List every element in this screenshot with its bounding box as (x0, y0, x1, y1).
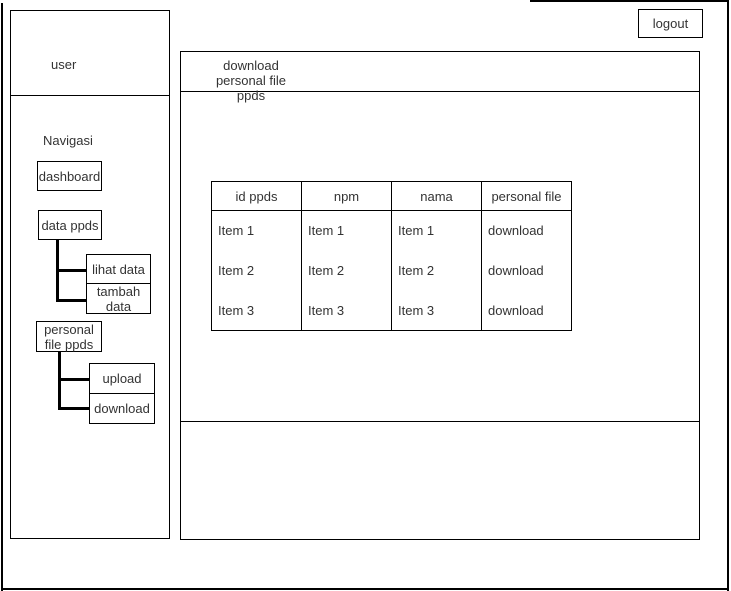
column-header-nama: nama (391, 181, 482, 211)
cell-id-ppds: Item 2 (211, 250, 302, 291)
page-title: download personal file ppds (201, 58, 301, 103)
sidebar-item-tambah-data[interactable]: tambah data (86, 283, 151, 314)
tree-connector-branch (58, 378, 89, 381)
column-header-npm: npm (301, 181, 392, 211)
content-divider (181, 421, 699, 422)
cell-npm: Item 3 (301, 290, 392, 331)
tree-connector-vertical (58, 352, 61, 410)
column-header-personal-file: personal file (481, 181, 572, 211)
sidebar-item-label: lihat data (92, 261, 145, 277)
sidebar-divider (11, 95, 169, 96)
download-link[interactable]: download (481, 210, 572, 251)
table-header-row: id ppds npm nama personal file (211, 181, 572, 211)
main-header: download personal file ppds (181, 52, 699, 103)
sidebar-item-label: dashboard (38, 168, 101, 184)
cell-nama: Item 3 (391, 290, 482, 331)
tree-connector-branch (58, 407, 89, 410)
logout-button-label: logout (652, 16, 689, 31)
sidebar-item-dashboard[interactable]: dashboard (37, 161, 102, 191)
logout-button[interactable]: logout (638, 9, 703, 38)
cell-id-ppds: Item 1 (211, 210, 302, 251)
table-row: Item 3 Item 3 Item 3 download (211, 290, 572, 331)
cell-npm: Item 2 (301, 250, 392, 291)
main-panel: download personal file ppds id ppds npm … (180, 51, 700, 540)
sidebar-item-download[interactable]: download (89, 393, 155, 424)
sidebar-item-upload[interactable]: upload (89, 363, 155, 394)
download-link[interactable]: download (481, 290, 572, 331)
window-border-bottom (1, 588, 729, 590)
cell-nama: Item 2 (391, 250, 482, 291)
data-table: id ppds npm nama personal file Item 1 It… (211, 181, 572, 331)
cell-npm: Item 1 (301, 210, 392, 251)
tree-connector-branch (56, 269, 86, 272)
sidebar-item-label: download (94, 401, 150, 416)
sidebar-item-label: upload (102, 371, 142, 386)
cell-id-ppds: Item 3 (211, 290, 302, 331)
sidebar-item-label: personal file ppds (44, 321, 94, 352)
sidebar-item-label: tambah data (96, 283, 141, 314)
sidebar-item-personal-file-ppds[interactable]: personal file ppds (36, 321, 102, 352)
sidebar-item-data-ppds[interactable]: data ppds (38, 210, 102, 240)
download-link[interactable]: download (481, 250, 572, 291)
sidebar-item-label: data ppds (41, 217, 99, 233)
sidebar-item-lihat-data[interactable]: lihat data (86, 254, 151, 284)
table-row: Item 1 Item 1 Item 1 download (211, 210, 572, 251)
table-row: Item 2 Item 2 Item 2 download (211, 250, 572, 291)
page-title-line2: personal file ppds (215, 73, 287, 103)
column-header-id-ppds: id ppds (211, 181, 302, 211)
cell-nama: Item 1 (391, 210, 482, 251)
window-border-right (727, 0, 729, 591)
window-border-top (530, 0, 729, 2)
nav-title: Navigasi (43, 133, 93, 148)
sidebar: user Navigasi dashboard data ppds lihat … (10, 10, 170, 539)
page-title-line1: download (223, 58, 279, 73)
window-border-left (1, 3, 3, 591)
user-label: user (51, 57, 77, 72)
tree-connector-branch (56, 299, 86, 302)
